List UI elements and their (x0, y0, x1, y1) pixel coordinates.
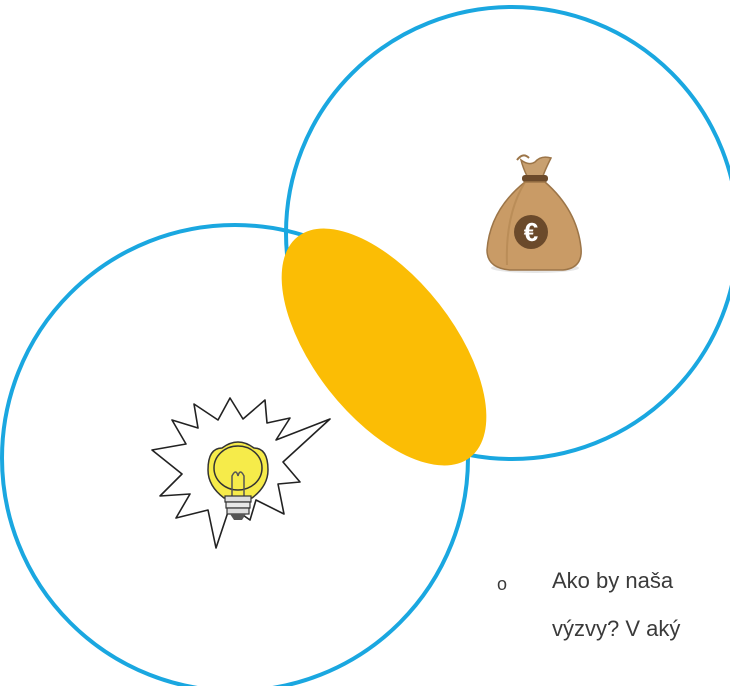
bullet-text-line-2: výzvy? V aký (552, 616, 680, 642)
bullet-marker: o (497, 574, 507, 595)
lightbulb-icon (152, 398, 330, 548)
money-bag-icon: € (487, 155, 581, 273)
euro-symbol: € (524, 217, 538, 247)
bullet-text-line-1: Ako by naša (552, 568, 673, 594)
